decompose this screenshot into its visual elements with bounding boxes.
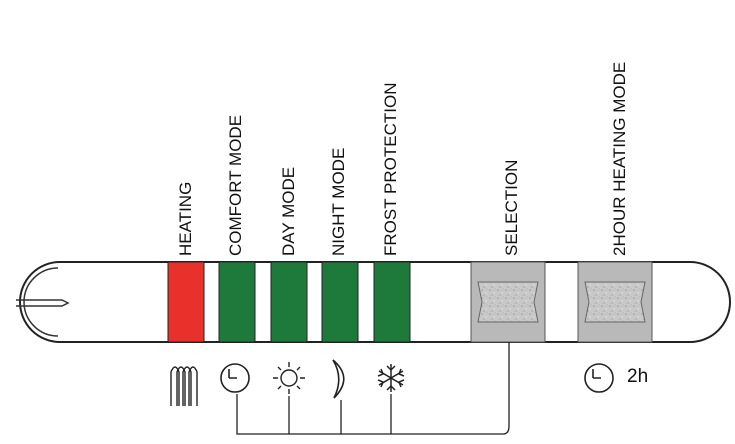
moon-icon: [332, 359, 345, 399]
panel-inner-arc: [23, 267, 59, 337]
two-hour-clock-icon: [584, 363, 614, 393]
two-hour-button[interactable]: [577, 261, 653, 343]
selection-button[interactable]: [470, 261, 546, 343]
heating-coil-icon: [170, 366, 198, 406]
snowflake-icon: [377, 364, 405, 392]
clock-icon: [220, 363, 250, 393]
night-led: [321, 261, 359, 343]
selection-connector: [236, 342, 510, 435]
indicator-needle: [16, 299, 70, 307]
two-hour-label: 2h: [627, 366, 649, 387]
heating-led: [167, 261, 205, 343]
day-led: [270, 261, 308, 343]
sun-icon: [273, 362, 305, 394]
frost-led: [373, 261, 411, 343]
comfort-led: [218, 261, 256, 343]
